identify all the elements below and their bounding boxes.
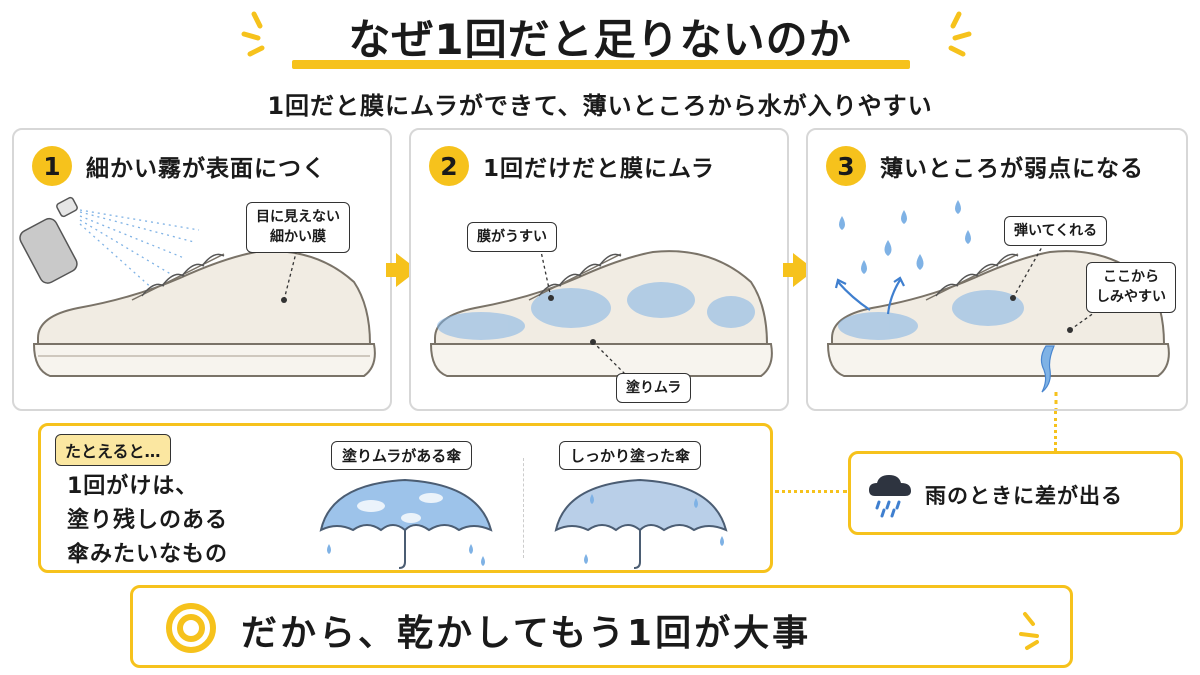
analogy-line: 傘みたいなもの xyxy=(67,542,229,568)
uneven-film-patches xyxy=(437,282,755,340)
umbrella-uneven-label: 塗りムラがある傘 xyxy=(331,441,473,470)
leak-drip xyxy=(1040,345,1055,393)
rain-cloud-icon xyxy=(869,475,911,518)
step-header-2: 2 1回だけだと膜にムラ xyxy=(429,146,715,186)
callout-repels: 弾いてくれる xyxy=(1004,216,1108,247)
step-title: 薄いところが弱点になる xyxy=(880,156,1144,182)
step-number-badge: 3 xyxy=(826,146,866,186)
rain-note-box: 雨のときに差が出る xyxy=(848,451,1183,535)
step-title: 1回だけだと膜にムラ xyxy=(483,156,715,182)
callout-leaks-here: ここから しみやすい xyxy=(1086,262,1176,313)
step-number-badge: 2 xyxy=(429,146,469,186)
step-panel-1: 1 細かい霧が表面につく 目に見えない 細かい膜 xyxy=(12,128,392,411)
title-underline xyxy=(292,60,910,69)
connector-dotted-horizontal xyxy=(775,490,847,493)
step-header-3: 3 薄いところが弱点になる xyxy=(826,146,1144,186)
step-header-1: 1 細かい霧が表面につく xyxy=(32,146,326,186)
umbrella-even-icon xyxy=(554,478,728,569)
umbrella-even-label: しっかり塗った傘 xyxy=(559,441,702,470)
spray-can-icon xyxy=(19,196,78,284)
conclusion-box: だから、乾かしてもう1回が大事 xyxy=(130,585,1073,668)
step-number-badge: 1 xyxy=(32,146,72,186)
page-title: なぜ1回だと足りないのか xyxy=(348,15,852,64)
step-panel-3: 3 薄いところが弱点になる 弾いてくれる ここから しみやすい xyxy=(806,128,1188,411)
umbrella-uneven-icon xyxy=(319,478,493,569)
shoe-icon xyxy=(32,250,376,377)
double-circle-icon xyxy=(166,603,216,653)
water-drop-icon xyxy=(839,200,971,274)
connector-dotted xyxy=(1054,411,1057,451)
callout-invisible-film: 目に見えない 細かい膜 xyxy=(246,202,350,253)
analogy-text: 1回がけは、 塗り残しのある 傘みたいなもの xyxy=(67,470,228,572)
analogy-box: たとえると… 1回がけは、 塗り残しのある 傘みたいなもの 塗りムラがある傘 し… xyxy=(38,423,773,573)
page-subtitle: 1回だと膜にムラができて、薄いところから水が入りやすい xyxy=(267,92,933,120)
spray-shoe-illustration xyxy=(19,196,376,377)
analogy-tag: たとえると… xyxy=(55,434,171,466)
spray-mist xyxy=(79,209,200,291)
step-panel-2: 2 1回だけだと膜にムラ 膜がうすい 塗りムラ xyxy=(409,128,789,411)
step-title: 細かい霧が表面につく xyxy=(86,156,326,182)
uneven-coat-shoe-illustration xyxy=(429,241,773,377)
callout-thin-film: 膜がうすい xyxy=(467,222,557,253)
rain-note-text: 雨のときに差が出る xyxy=(925,484,1123,508)
title-spark-right-icon xyxy=(948,11,972,57)
conclusion-text: だから、乾かしてもう1回が大事 xyxy=(241,613,812,654)
bounce-arrows xyxy=(834,276,905,315)
analogy-line: 1回がけは、 xyxy=(67,474,199,499)
analogy-divider xyxy=(523,458,524,558)
analogy-line: 塗り残しのある xyxy=(67,508,229,534)
conclusion-spark-icon xyxy=(1019,612,1039,650)
title-spark-left-icon xyxy=(241,11,265,57)
weak-spot-shoe-illustration xyxy=(826,200,1170,409)
callout-uneven-coat: 塗りムラ xyxy=(616,373,692,404)
